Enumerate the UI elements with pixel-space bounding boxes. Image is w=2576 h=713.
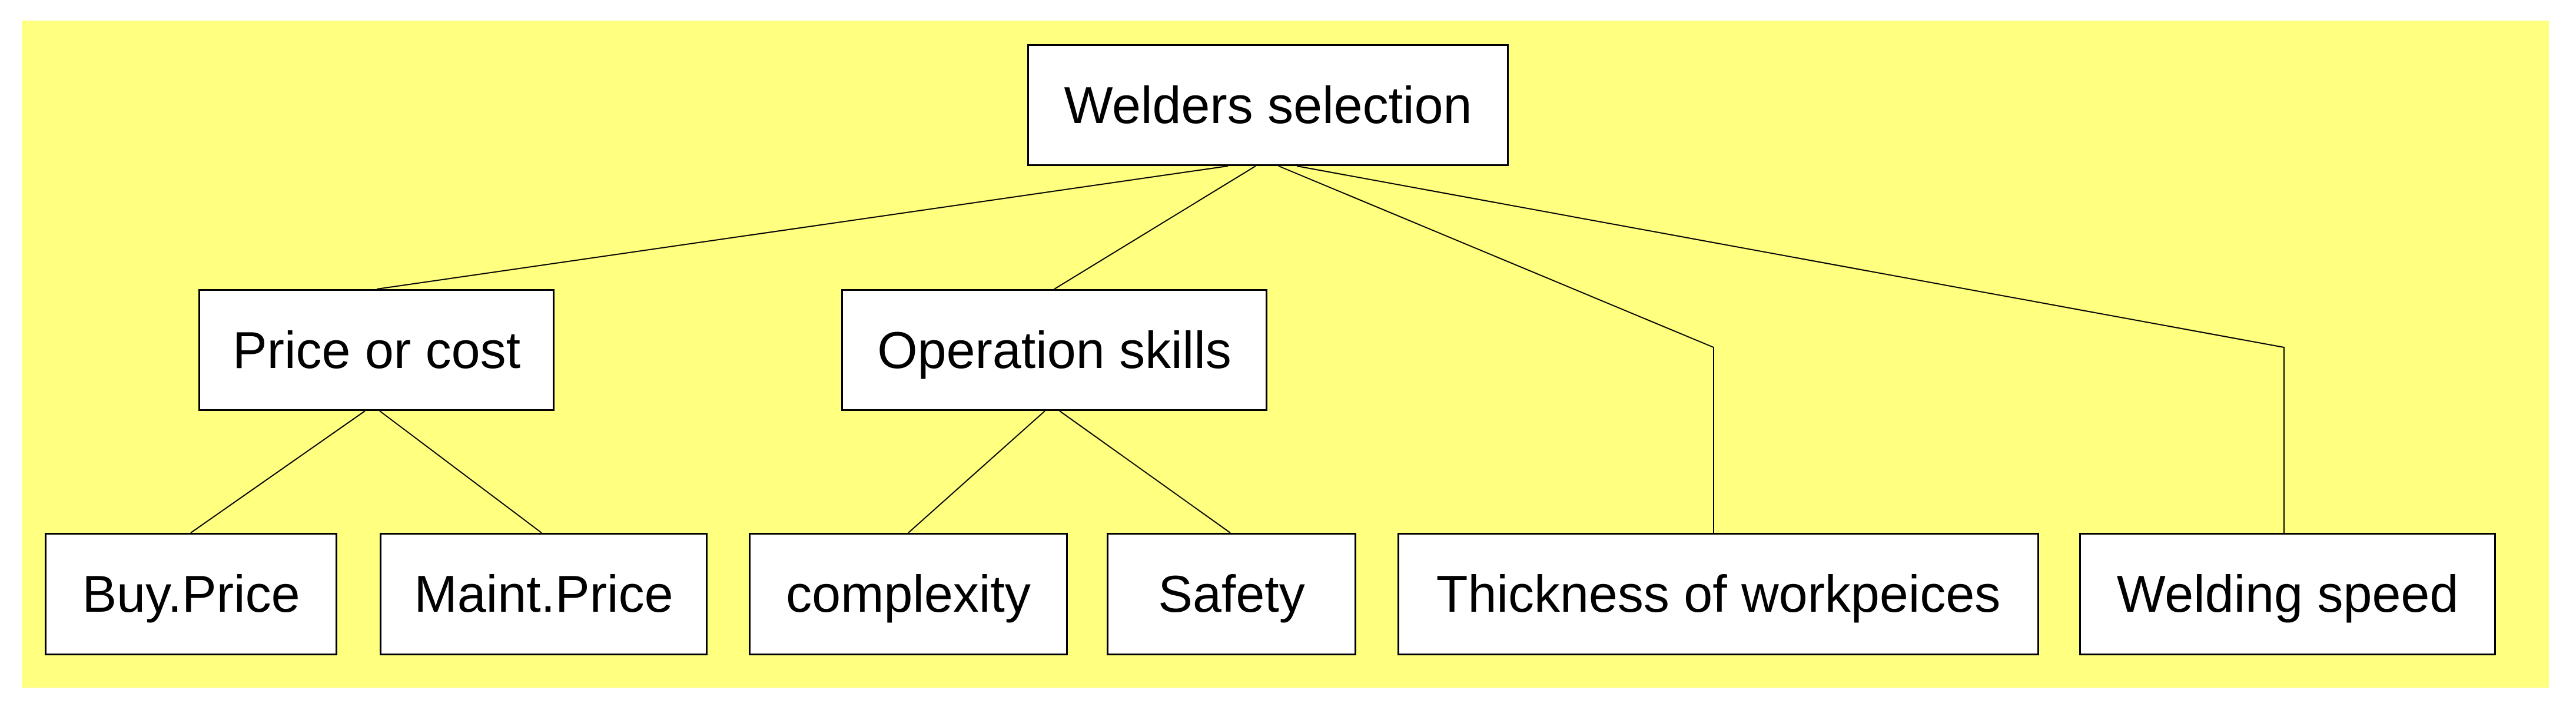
node-safety[interactable]: Safety [1107,533,1356,655]
node-complexity-label: complexity [786,565,1031,623]
node-safety-label: Safety [1158,565,1305,623]
node-maint-price[interactable]: Maint.Price [380,533,708,655]
node-buy-price[interactable]: Buy.Price [45,533,337,655]
node-complexity[interactable]: complexity [749,533,1068,655]
node-welding-speed-label: Welding speed [2116,565,2459,623]
node-price-or-cost[interactable]: Price or cost [198,289,555,411]
node-buy-price-label: Buy.Price [82,565,300,623]
node-operation-skills[interactable]: Operation skills [841,289,1267,411]
node-thickness-of-workpeices[interactable]: Thickness of workpeices [1397,533,2039,655]
node-thickness-of-workpeices-label: Thickness of workpeices [1436,565,2001,623]
node-welders-selection[interactable]: Welders selection [1027,44,1509,166]
node-welding-speed[interactable]: Welding speed [2079,533,2496,655]
node-operation-skills-label: Operation skills [877,320,1231,379]
node-maint-price-label: Maint.Price [414,565,673,623]
node-price-or-cost-label: Price or cost [232,320,521,379]
node-welders-selection-label: Welders selection [1064,75,1472,134]
